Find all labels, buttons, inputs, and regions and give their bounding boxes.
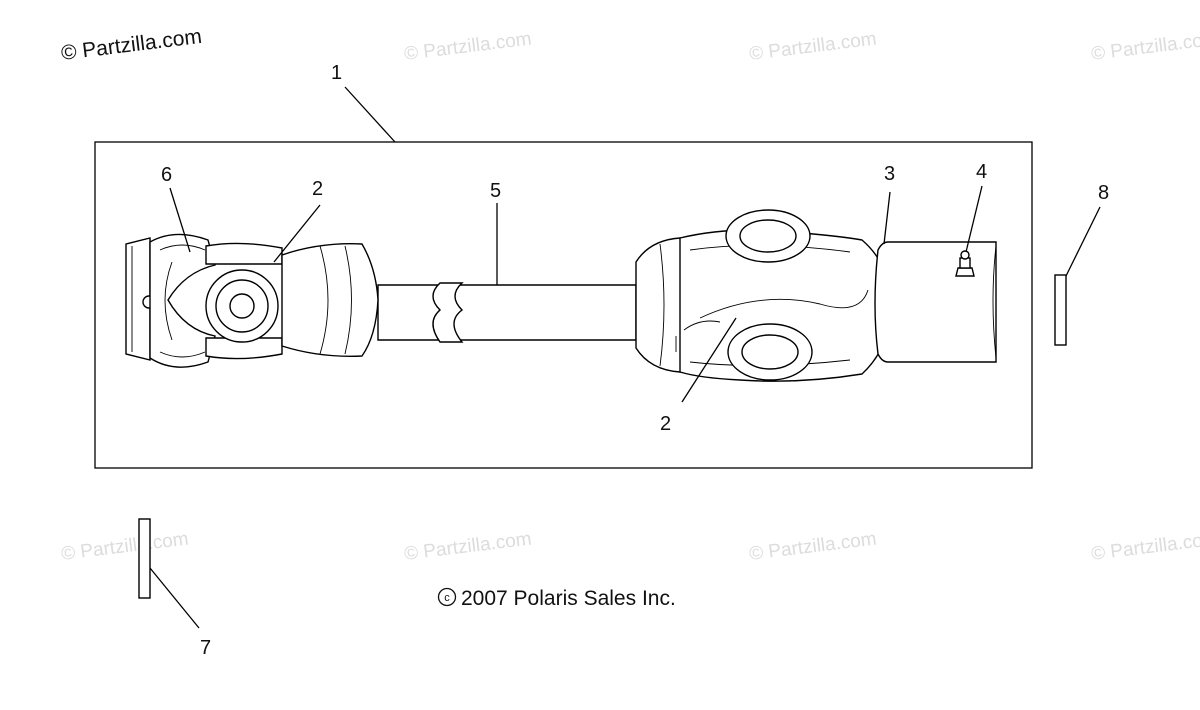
copyright-symbol: c — [444, 592, 450, 604]
watermark-top-2: © Partzilla.com — [403, 29, 533, 65]
assembly-box — [94, 141, 1033, 469]
watermark-bottom-1: © Partzilla.com — [60, 529, 190, 565]
watermark-bottom-3: © Partzilla.com — [748, 529, 878, 565]
left-u-joint[interactable] — [125, 233, 379, 368]
right-u-joint[interactable] — [635, 209, 893, 382]
callout-5: 5 — [490, 180, 501, 202]
copyright-text: 2007 Polaris Sales Inc. — [461, 587, 676, 610]
copyright-notice: c 2007 Polaris Sales Inc. — [437, 587, 676, 610]
callout-1: 1 — [331, 62, 342, 84]
watermark-top-4: © Partzilla.com — [1090, 29, 1200, 65]
callout-4: 4 — [976, 161, 987, 183]
copyright-circle — [437, 587, 457, 607]
callout-2-left: 2 — [312, 178, 323, 200]
watermark-main: © Partzilla.com — [60, 25, 203, 65]
callout-labels: 1 6 2 5 3 4 8 2 7 — [161, 62, 1109, 659]
callout-7: 7 — [200, 637, 211, 659]
callout-3: 3 — [884, 163, 895, 185]
leader-lines — [149, 86, 1101, 629]
slip-yoke[interactable] — [874, 241, 997, 363]
washer-left[interactable] — [138, 518, 151, 599]
callout-2-right: 2 — [660, 413, 671, 435]
grease-fitting[interactable] — [955, 250, 975, 277]
watermark-bottom-4: © Partzilla.com — [1090, 529, 1200, 565]
callout-8: 8 — [1098, 182, 1109, 204]
watermark-bottom-2: © Partzilla.com — [403, 529, 533, 565]
watermark-top-3: © Partzilla.com — [748, 29, 878, 65]
washer-right[interactable] — [1054, 274, 1067, 346]
callout-6: 6 — [161, 164, 172, 186]
shaft-tube[interactable] — [377, 282, 637, 343]
